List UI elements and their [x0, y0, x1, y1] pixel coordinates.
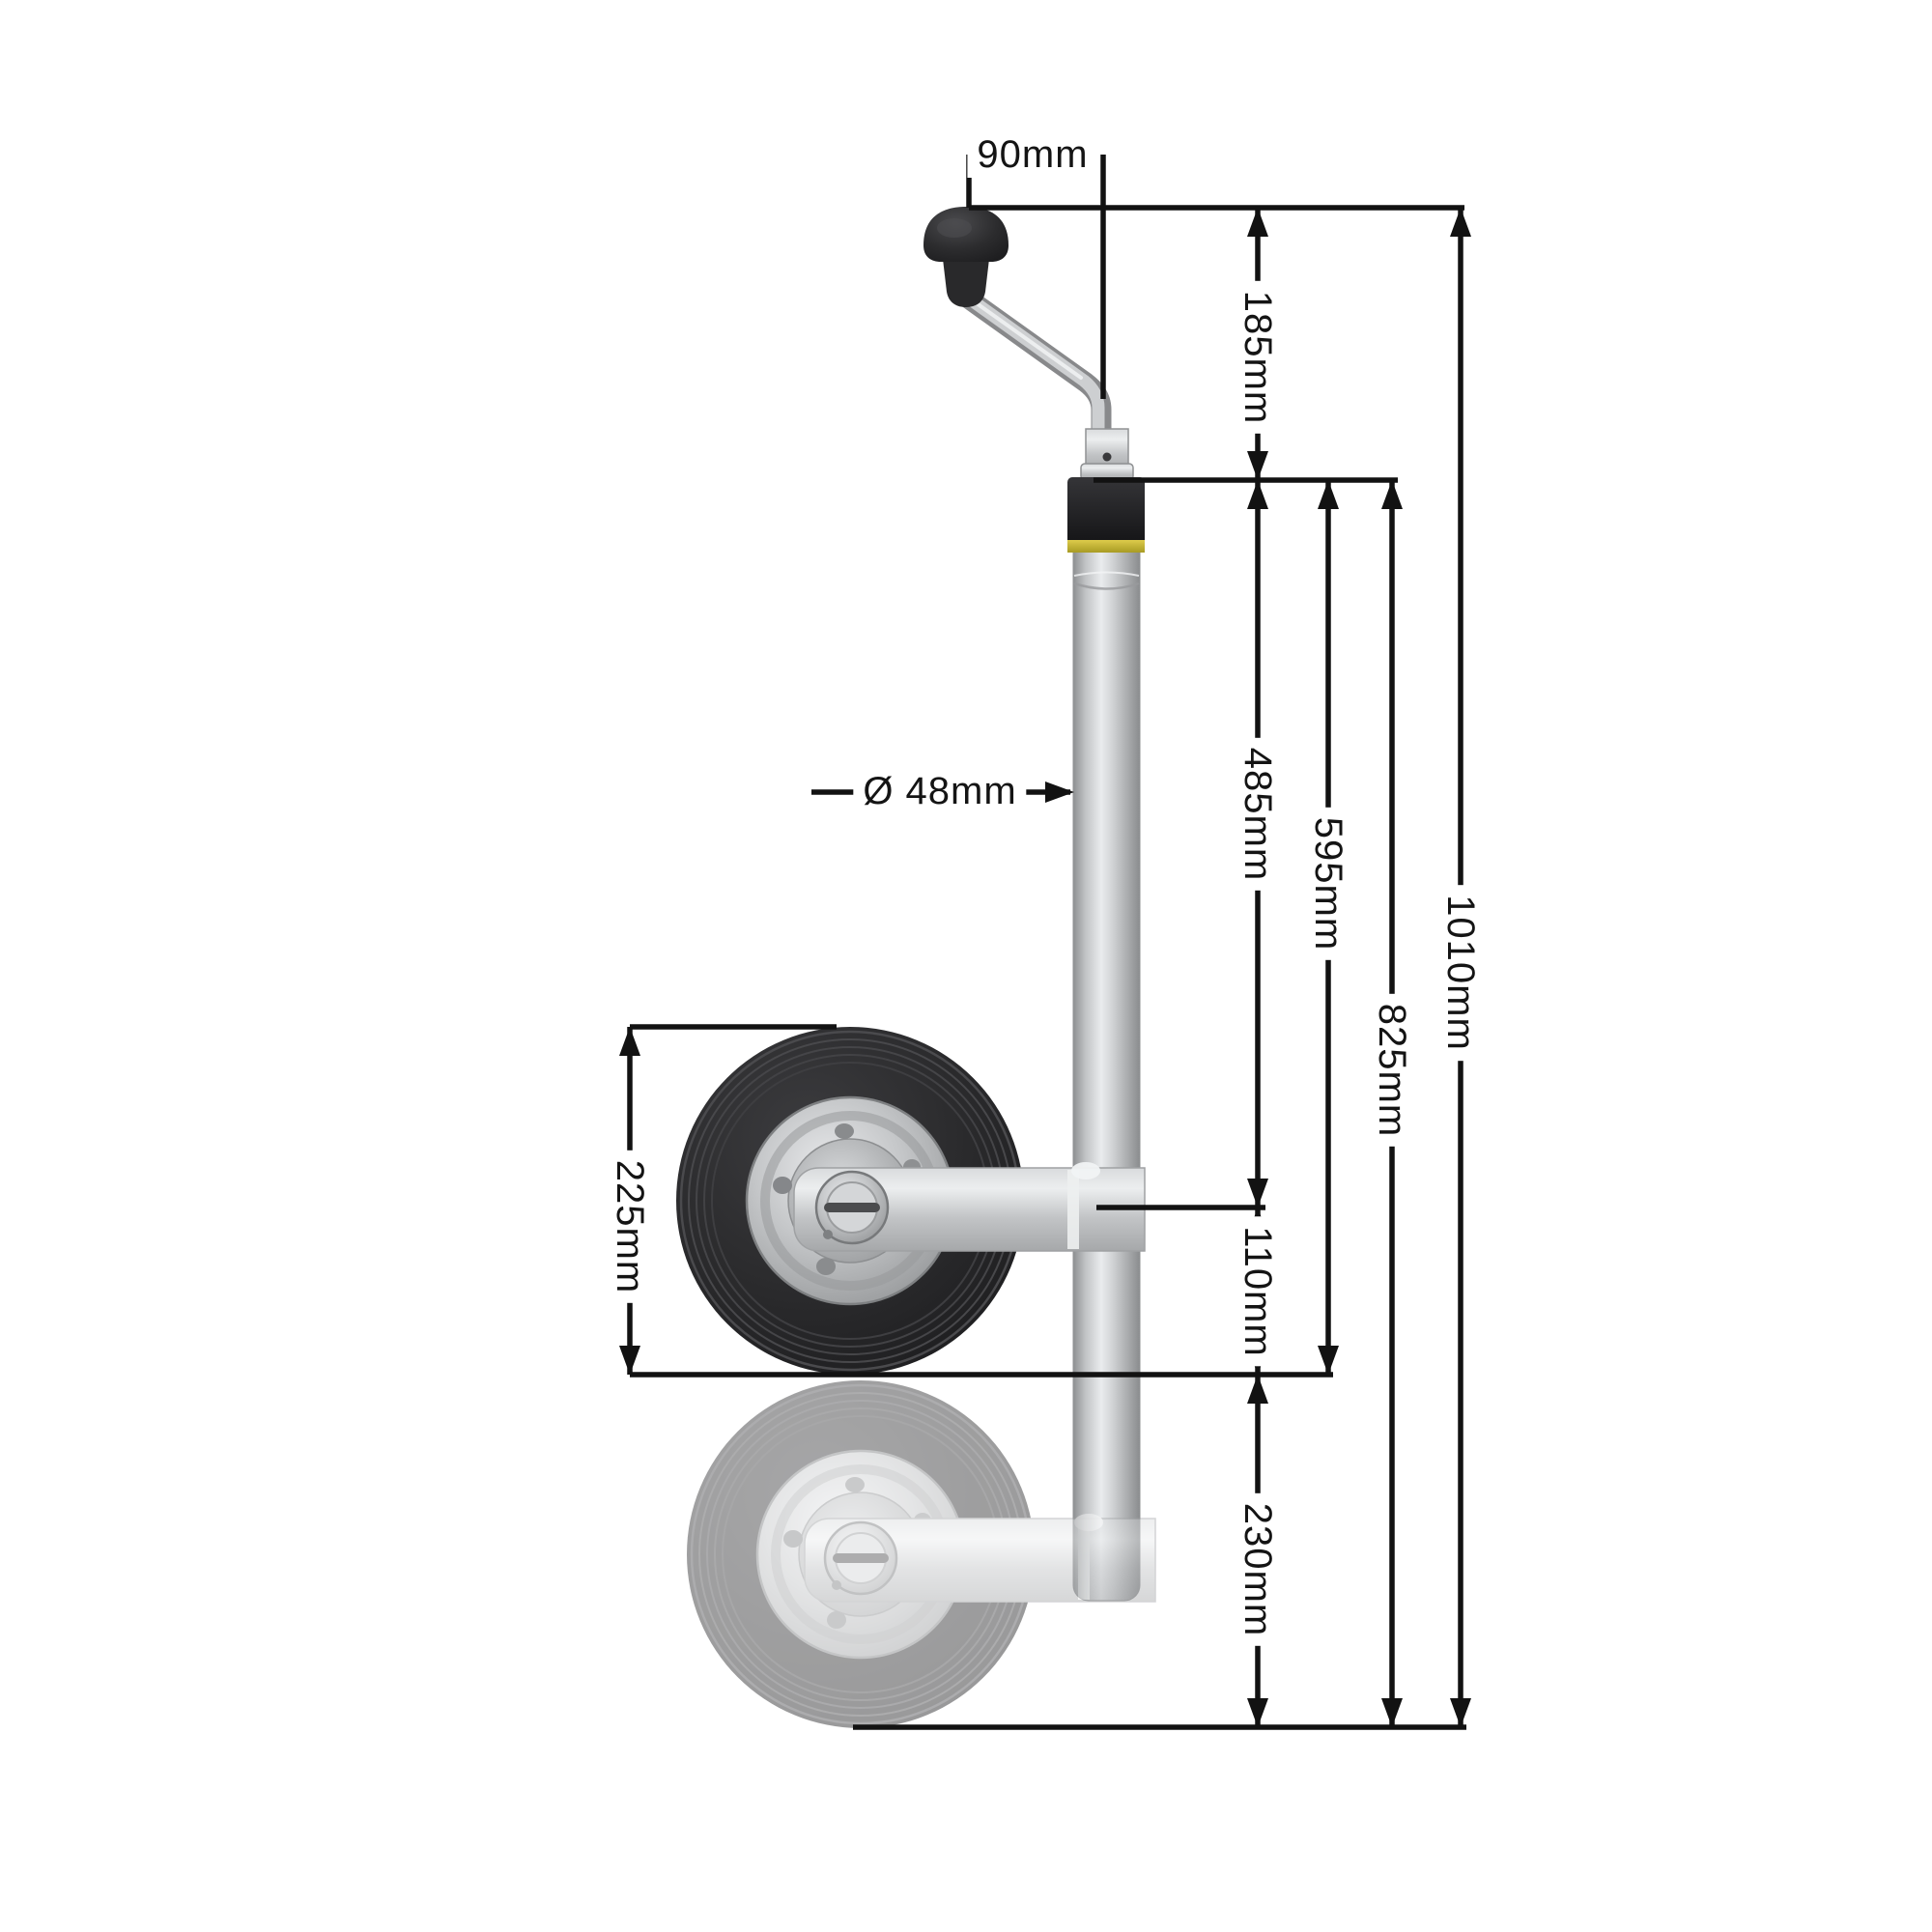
- dim-extension-travel: 230mm: [1235, 1492, 1281, 1647]
- dim-crank-height: 185mm: [1235, 280, 1281, 435]
- dim-wheel-diameter: 225mm: [607, 1150, 653, 1304]
- crank-handle-knob: [923, 207, 1009, 307]
- clamp-sleeve: [1067, 477, 1145, 547]
- dim-extended-height: 825mm: [1369, 993, 1415, 1148]
- dim-crank-offset: 90mm: [967, 131, 1098, 178]
- dimension-arrowheads: [619, 144, 1471, 1727]
- axle-cap: [814, 1170, 890, 1245]
- jockey-wheel-product: [676, 207, 1156, 1728]
- wheel-assembly-retracted: [676, 1027, 1146, 1375]
- winch-collar: [1080, 428, 1134, 481]
- dim-tube-length: 485mm: [1235, 737, 1281, 892]
- winch-screw: [1102, 452, 1112, 462]
- wheel-assembly-extended-ghost: [687, 1380, 1156, 1728]
- dim-tube-diameter: Ø 48mm: [853, 768, 1027, 814]
- dim-axle-to-wheel-bottom: 110mm: [1235, 1216, 1281, 1367]
- dim-retracted-height: 595mm: [1305, 807, 1351, 961]
- dim-overall-height: 1010mm: [1437, 885, 1484, 1061]
- support-tube: [1072, 521, 1141, 1602]
- yellow-marker-ring: [1067, 540, 1145, 553]
- crank-handle: [956, 287, 1112, 447]
